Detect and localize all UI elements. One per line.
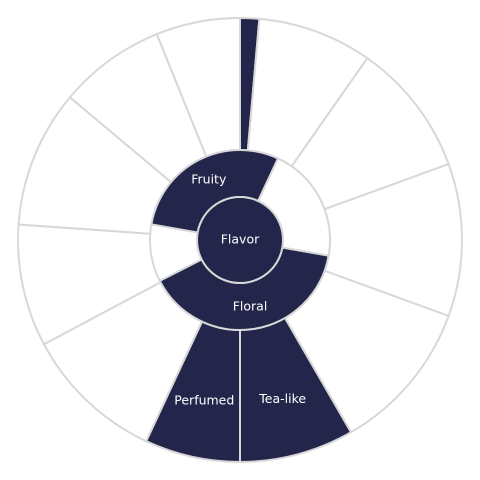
inner-label-fruity: Fruity bbox=[191, 172, 227, 187]
outer-label-perfumed: Perfumed bbox=[174, 393, 234, 408]
segments-layer bbox=[17, 17, 463, 463]
outer-label-tea-like: Tea-like bbox=[258, 391, 306, 406]
root-label: Flavor bbox=[221, 232, 260, 247]
outer-label-tropical: Tropical bbox=[186, 69, 235, 84]
root-segment[interactable] bbox=[196, 196, 284, 284]
inner-label-floral: Floral bbox=[233, 298, 268, 313]
